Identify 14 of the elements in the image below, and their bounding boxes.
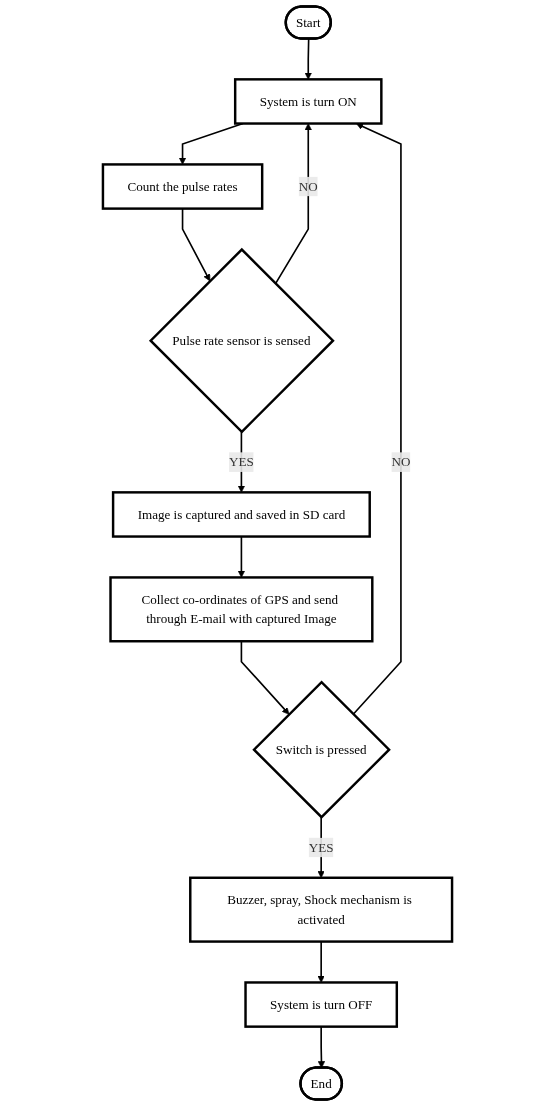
node-diamond: Pulse rate sensor is sensed: [148, 247, 335, 434]
node-box: Collect co-ordinates of GPS and send through E-mail with captured Image: [109, 576, 374, 643]
edge-label: YES: [308, 840, 334, 855]
edge-label: NO: [298, 179, 318, 194]
arrow: [304, 38, 312, 80]
node-box: Count the pulse rates: [101, 163, 264, 210]
arrow: [274, 123, 312, 285]
node-box: Image is captured and saved in SD card: [111, 491, 371, 538]
node-box: Buzzer, spray, Shock mechanism is activated: [189, 876, 454, 943]
edge-label: YES: [229, 454, 254, 469]
node-diamond: Switch is pressed: [252, 680, 391, 819]
edge-label: NO: [391, 454, 411, 469]
node-box: System is turn ON: [233, 78, 383, 125]
node-box: System is turn OFF: [244, 981, 399, 1028]
